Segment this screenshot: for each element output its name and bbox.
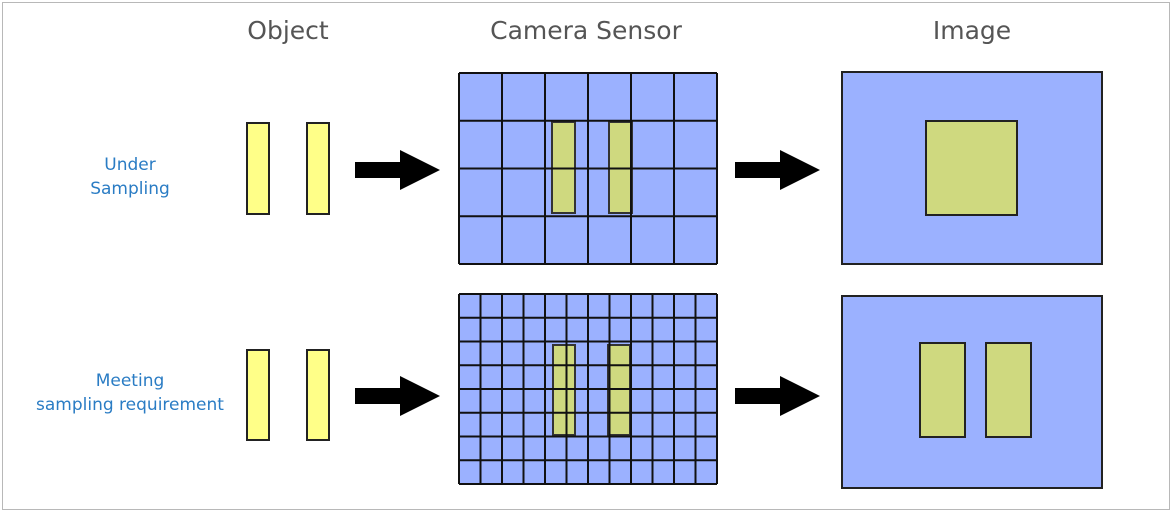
diagram-frame bbox=[2, 2, 1170, 510]
row-label-under-sampling: Under Sampling bbox=[10, 153, 250, 201]
image-resolved-bar bbox=[919, 342, 966, 438]
arrow-icon bbox=[355, 376, 440, 416]
header-image: Image bbox=[932, 16, 1012, 45]
object-bar bbox=[306, 122, 330, 215]
label-line: Under bbox=[104, 155, 156, 175]
object-bar bbox=[246, 122, 270, 215]
arrow-icon bbox=[355, 150, 440, 190]
label-line: sampling requirement bbox=[36, 395, 224, 415]
object-bar bbox=[246, 349, 270, 441]
image-resolved-bar bbox=[985, 342, 1032, 438]
row-label-meeting-sampling: Meeting sampling requirement bbox=[10, 369, 250, 417]
camera-sensor-coarse bbox=[458, 72, 718, 265]
object-bar bbox=[306, 349, 330, 441]
image-merged-blob bbox=[925, 120, 1018, 216]
camera-sensor-fine bbox=[458, 293, 718, 485]
image-frame bbox=[841, 295, 1103, 489]
label-line: Meeting bbox=[95, 371, 165, 391]
header-camera-sensor: Camera Sensor bbox=[490, 16, 682, 45]
arrow-icon bbox=[735, 150, 820, 190]
label-line: Sampling bbox=[90, 179, 170, 199]
arrow-icon bbox=[735, 376, 820, 416]
header-object: Object bbox=[247, 16, 329, 45]
